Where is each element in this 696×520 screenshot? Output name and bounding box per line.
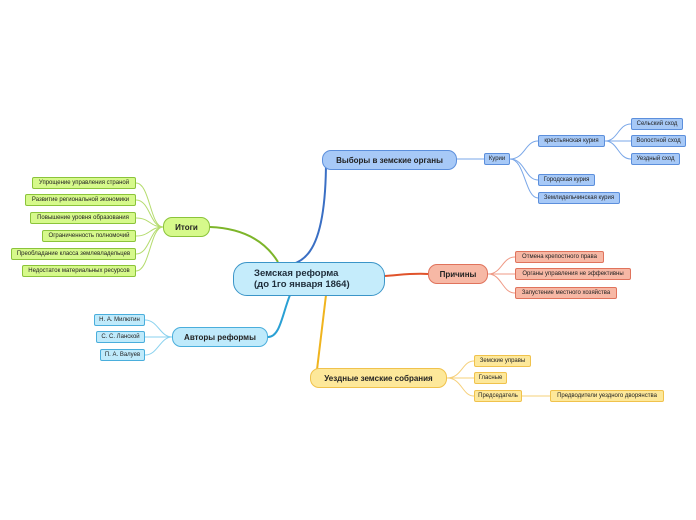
branch-results [209,226,279,263]
result-item-3[interactable]: Повышение уровня образования [30,212,136,224]
branch-elections [274,159,327,267]
topic-elections[interactable]: Выборы в земские органы [322,150,457,170]
root-topic[interactable]: Земская реформа (до 1го января 1864) [233,262,385,296]
author-valuev[interactable]: П. А. Валуев [100,349,145,361]
assembly-chairman-detail[interactable]: Предводители уездного дворянства [550,390,664,402]
reason-item-1[interactable]: Отмена крепостного права [515,251,604,263]
topic-results[interactable]: Итоги [163,217,210,237]
result-item-6[interactable]: Недостаток материальных ресурсов [22,265,136,277]
result-item-5[interactable]: Преобладание класса землевладельцев [11,248,136,260]
topic-assemblies[interactable]: Уездные земские собрания [310,368,447,388]
author-lanskoy[interactable]: С. С. Ланской [96,331,145,343]
assembly-item-boards[interactable]: Земские управы [474,355,531,367]
topic-authors[interactable]: Авторы реформы [172,327,268,347]
topic-reasons[interactable]: Причины [428,264,488,284]
result-item-4[interactable]: Ограниченность полномочий [42,230,136,242]
reason-item-2[interactable]: Органы управления не эффективны [515,268,631,280]
topic-curiae[interactable]: Курии [484,153,510,165]
result-item-1[interactable]: Упрощение управления страной [32,177,136,189]
assembly-item-councillors[interactable]: Гласные [474,372,507,384]
topic-volost-assembly[interactable]: Волостной сход [631,135,686,147]
assembly-item-chairman[interactable]: Председатель [474,390,522,402]
topic-village-assembly[interactable]: Сельский сход [631,118,683,130]
root-title-line1: Земская реформа [254,268,339,279]
reason-item-3[interactable]: Запустение местного хозяйства [515,287,617,299]
result-item-2[interactable]: Развитие региональной экономики [25,194,136,206]
topic-peasant-curia[interactable]: крестьянская курия [538,135,605,147]
author-milyutin[interactable]: Н. А. Милютин [94,314,145,326]
topic-urban-curia[interactable]: Городская курия [538,174,595,186]
branch-reasons [383,272,429,277]
root-title-line2: (до 1го января 1864) [254,279,350,290]
branch-assemblies [315,294,327,379]
branch-authors [267,294,291,338]
topic-uyezd-assembly[interactable]: Уездный сход [631,153,680,165]
topic-landowner-curia[interactable]: Землидельчинская курия [538,192,620,204]
